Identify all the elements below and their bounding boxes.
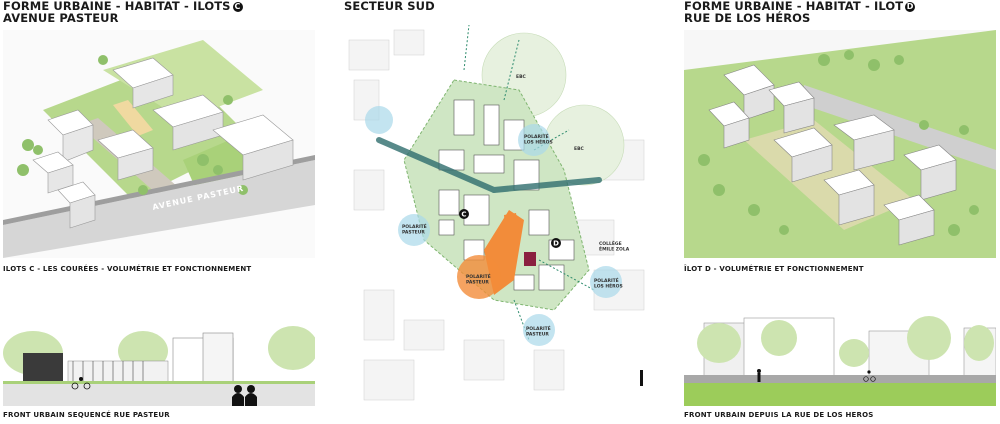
- right-caption-bottom: FRONT URBAIN DEPUIS LA RUE DE LOS HEROS: [684, 411, 874, 419]
- left-caption-top: ILOTS C - LES COURÉES - VOLUMÉTRIE ET FO…: [3, 265, 252, 273]
- ilot-d-axonometric: [684, 30, 996, 258]
- north-arrow-icon: [640, 370, 643, 386]
- right-title-badge: D: [905, 2, 916, 12]
- polarite-heros-right-circle: [590, 266, 622, 298]
- left-title-line1: FORME URBAINE - HABITAT - ILOTS: [3, 0, 231, 13]
- front-urbain-los-heros: [684, 283, 996, 406]
- polarite-pasteur-main-circle: [457, 255, 501, 299]
- left-title-line2: AVENUE PASTEUR: [3, 11, 119, 25]
- ilot-c-axonometric: AVENUE PASTEUR: [3, 30, 315, 258]
- label-ebc-top: EBC: [516, 74, 527, 80]
- left-caption-bottom: FRONT URBAIN SEQUENCÉ RUE PASTEUR: [3, 411, 170, 419]
- left-title-badge: C: [232, 2, 243, 12]
- right-caption-top: ÎLOT D - VOLUMÉTRIE ET FONCTIONNEMENT: [684, 265, 864, 273]
- map-badge-c: C: [461, 211, 466, 219]
- right-title-line1: FORME URBAINE - HABITAT - ILOT: [684, 0, 904, 13]
- polarite-heros-circle: [518, 124, 550, 156]
- center-title: SECTEUR SUD: [344, 0, 435, 13]
- polarite-pasteur-left-circle: [398, 214, 430, 246]
- map-badge-d: D: [553, 240, 559, 248]
- polarite-pasteur-bottom-circle: [523, 314, 555, 346]
- label-ebc-right: EBC: [574, 146, 585, 152]
- front-urbain-pasteur: [3, 283, 315, 406]
- right-title-line2: RUE DE LOS HÉROS: [684, 11, 811, 25]
- polarite-top-left-circle: [365, 106, 393, 134]
- center-panel: SECTEUR SUD: [344, 0, 659, 12]
